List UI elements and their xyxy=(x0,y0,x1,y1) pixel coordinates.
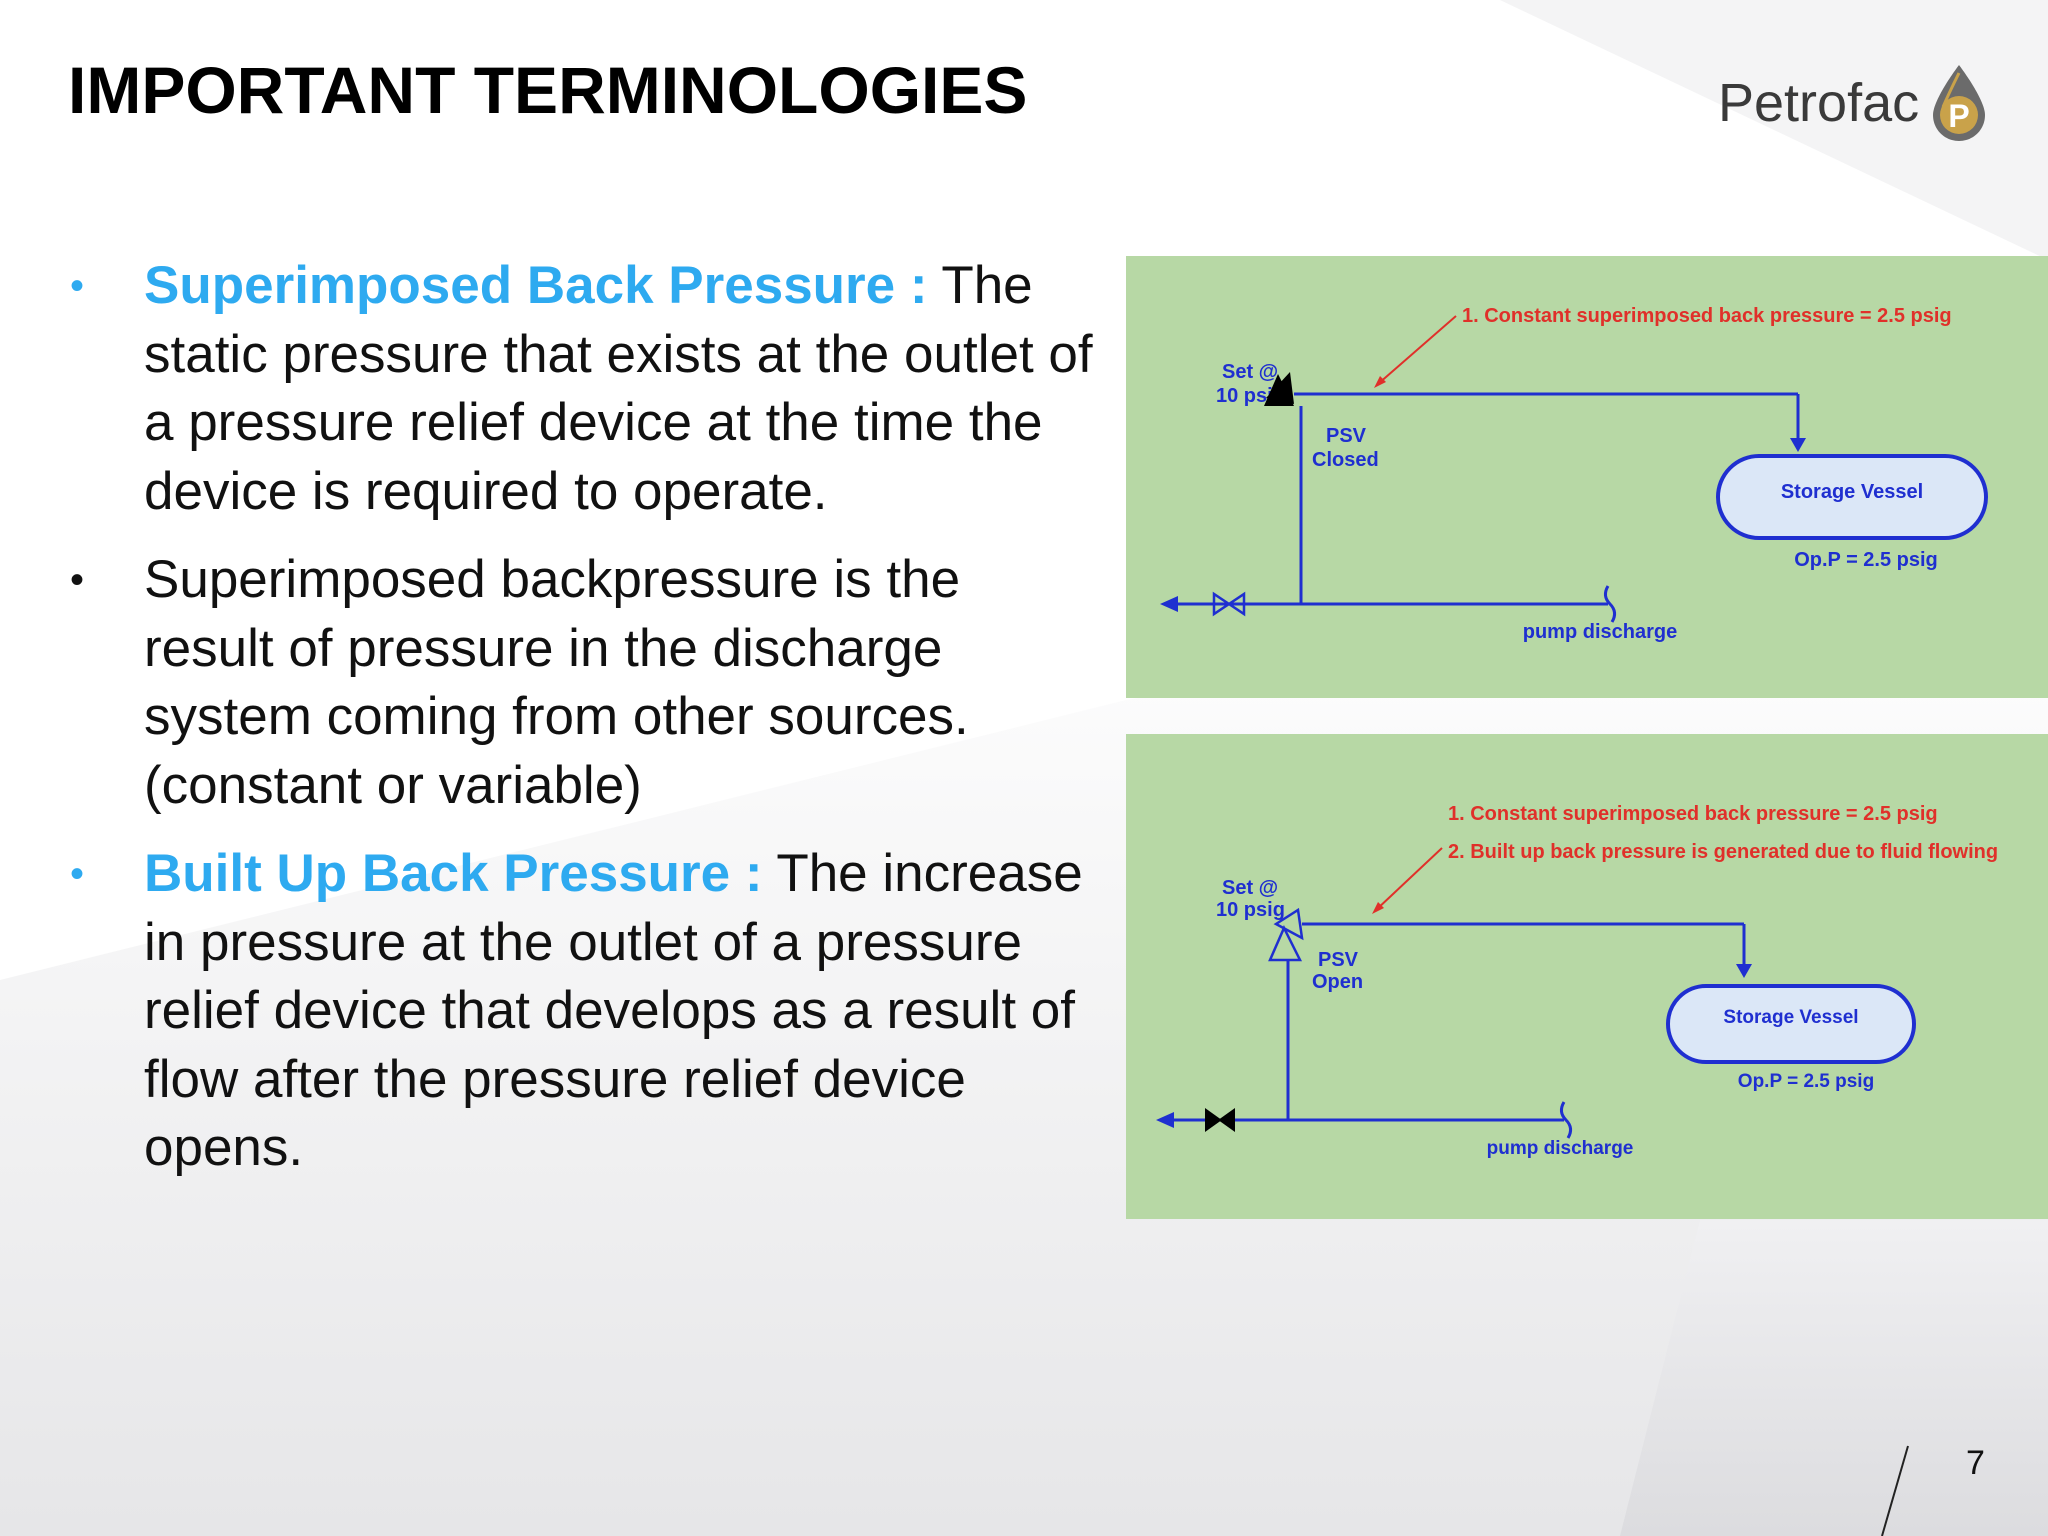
bullet-dot: • xyxy=(70,852,85,896)
diagram-psv-open: Set @ 10 psig PSV Open 1. Constant super… xyxy=(1126,734,2048,1219)
petrofac-logo: Petrofac P xyxy=(1718,58,1989,148)
psv-label: PSV xyxy=(1318,949,1359,971)
set-pressure-value: 10 psig xyxy=(1216,899,1285,921)
storage-vessel-label: Storage Vessel xyxy=(1781,481,1923,503)
pump-discharge-label: pump discharge xyxy=(1487,1138,1634,1159)
operating-pressure: Op.P = 2.5 psig xyxy=(1738,1071,1874,1092)
bullet-superimposed-backpressure-result: • Superimposed backpressure is the resul… xyxy=(60,546,1100,820)
set-pressure-label: Set @ xyxy=(1222,877,1278,899)
pipe-break-icon xyxy=(1603,585,1617,623)
page-number: 7 xyxy=(1966,1444,1985,1482)
bullet-text: Superimposed backpressure is the result … xyxy=(144,550,969,815)
note-built-up: 2. Built up back pressure is generated d… xyxy=(1448,841,1998,863)
psv-status: Open xyxy=(1312,971,1363,993)
psv-outlet-icon xyxy=(1266,372,1294,404)
set-pressure-label: Set @ xyxy=(1222,361,1278,383)
psv-label: PSV xyxy=(1326,425,1367,447)
note-superimposed: 1. Constant superimposed back pressure =… xyxy=(1448,803,1938,825)
psv-valve-open-icon xyxy=(1268,925,1303,962)
pump-discharge-label: pump discharge xyxy=(1523,621,1677,643)
arrow-down-icon xyxy=(1790,438,1806,452)
note-pointer xyxy=(1377,315,1457,385)
bullet-superimposed-back-pressure: • Superimposed Back Pressure : The stati… xyxy=(60,252,1100,526)
droplet-logo-icon: P xyxy=(1933,65,1986,141)
gate-valve-open-icon xyxy=(1212,591,1246,617)
bullet-term: Built Up Back Pressure : xyxy=(144,844,763,903)
logo-text: Petrofac xyxy=(1718,73,1920,133)
storage-vessel-shape xyxy=(1716,454,1988,540)
diagram-psv-closed: Set @ 10 psig PSV Closed 1. Constant sup… xyxy=(1126,256,2048,698)
bullet-text: The static pressure that exists at the o… xyxy=(144,256,1093,521)
storage-vessel-label: Storage Vessel xyxy=(1723,1007,1858,1028)
psv-status: Closed xyxy=(1312,449,1379,471)
pipe-break-icon xyxy=(1559,1101,1573,1139)
note-arrow-icon xyxy=(1374,376,1386,388)
logo-mark-letter: P xyxy=(1948,98,1969,134)
gate-valve-closed-icon xyxy=(1205,1108,1235,1132)
bullet-term: Superimposed Back Pressure : xyxy=(144,256,928,315)
arrow-down-icon xyxy=(1736,964,1752,978)
arrow-left-icon xyxy=(1156,1112,1174,1128)
bullet-list: • Superimposed Back Pressure : The stati… xyxy=(60,252,1100,1203)
psv-outlet-icon xyxy=(1273,907,1304,941)
bullet-built-up-back-pressure: • Built Up Back Pressure : The increase … xyxy=(60,840,1100,1183)
storage-vessel-shape xyxy=(1666,984,1916,1064)
note-pointer xyxy=(1375,847,1443,911)
note-superimposed: 1. Constant superimposed back pressure =… xyxy=(1462,305,1952,327)
bullet-dot: • xyxy=(70,264,85,308)
operating-pressure: Op.P = 2.5 psig xyxy=(1794,549,1938,571)
arrow-left-icon xyxy=(1160,596,1178,612)
bullet-text: The increase in pressure at the outlet o… xyxy=(144,844,1083,1177)
note-arrow-icon xyxy=(1372,902,1384,914)
bullet-dot: • xyxy=(70,558,85,602)
slide-title: IMPORTANT TERMINOLOGIES xyxy=(68,53,1028,127)
